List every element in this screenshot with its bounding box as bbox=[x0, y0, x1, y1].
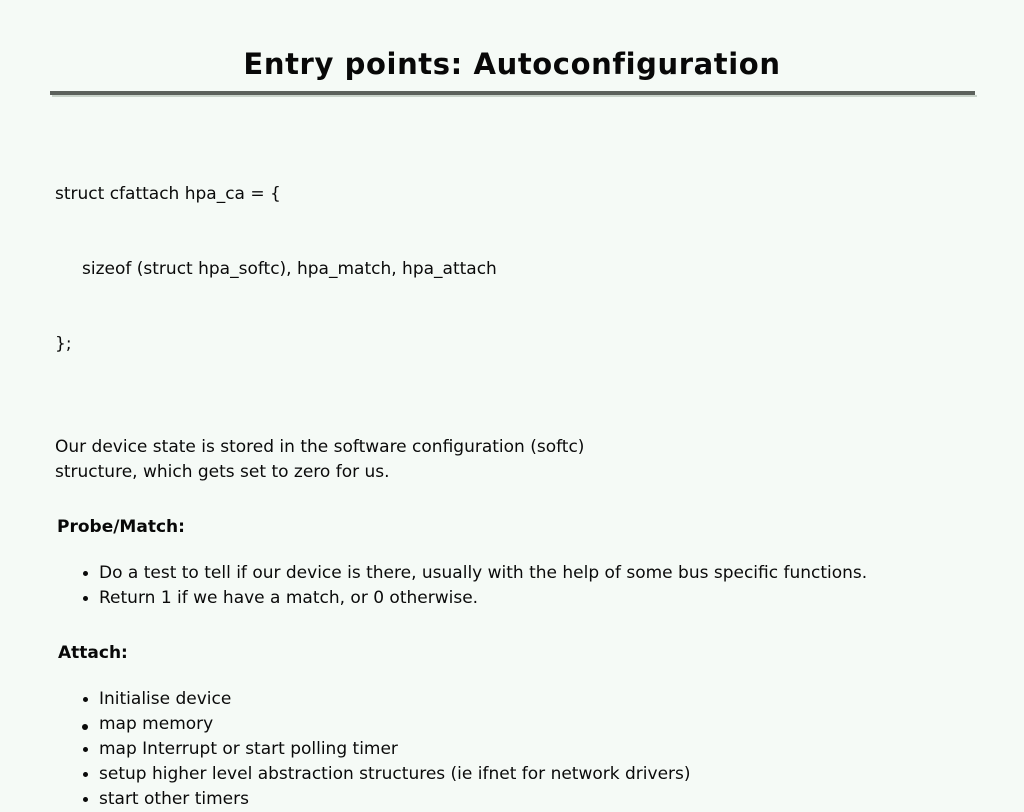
section-heading-attach: Attach: bbox=[58, 643, 128, 663]
divider-shadow bbox=[52, 95, 977, 97]
paragraph-line: structure, which gets set to zero for us… bbox=[55, 462, 390, 482]
list-item: Do a test to tell if our device is there… bbox=[82, 561, 995, 586]
attach-bullet-list: Initialise device map memory map Interru… bbox=[82, 687, 995, 812]
list-item: map Interrupt or start polling timer bbox=[82, 737, 995, 762]
bullet-dot-icon bbox=[83, 797, 88, 802]
list-item-label: map Interrupt or start polling timer bbox=[99, 739, 398, 759]
list-item: setup higher level abstraction structure… bbox=[82, 762, 995, 787]
list-item: start other timers bbox=[82, 787, 995, 812]
bullet-dot-icon bbox=[83, 747, 88, 752]
section-heading-probe-match: Probe/Match: bbox=[57, 517, 185, 537]
description-paragraph: Our device state is stored in the softwa… bbox=[55, 435, 995, 485]
list-item-label: Do a test to tell if our device is there… bbox=[99, 563, 868, 583]
list-item: Return 1 if we have a match, or 0 otherw… bbox=[82, 586, 995, 611]
code-line: }; bbox=[55, 334, 72, 354]
bullet-dot-icon bbox=[83, 697, 88, 702]
slide-canvas: Entry points: Autoconfiguration struct c… bbox=[0, 46, 1024, 809]
slide-body: struct cfattach hpa_ca = { sizeof (struc… bbox=[55, 132, 995, 812]
bullet-dot-icon bbox=[83, 571, 88, 576]
code-line: struct cfattach hpa_ca = { bbox=[55, 184, 281, 204]
code-snippet: struct cfattach hpa_ca = { sizeof (struc… bbox=[55, 132, 995, 407]
code-line: sizeof (struct hpa_softc), hpa_match, hp… bbox=[55, 259, 497, 279]
list-item-label: Return 1 if we have a match, or 0 otherw… bbox=[99, 588, 479, 608]
divider-line bbox=[50, 91, 975, 95]
probe-match-bullet-list: Do a test to tell if our device is there… bbox=[82, 561, 995, 611]
bullet-dot-icon bbox=[83, 596, 88, 601]
list-item-label: map memory bbox=[99, 714, 214, 734]
bullet-dot-icon bbox=[82, 724, 88, 730]
list-item-label: Initialise device bbox=[99, 689, 232, 709]
slide-title-block: Entry points: Autoconfiguration bbox=[0, 46, 1024, 82]
page-title: Entry points: Autoconfiguration bbox=[243, 47, 781, 81]
title-divider bbox=[50, 91, 977, 99]
list-item-label: start other timers bbox=[99, 789, 249, 809]
bullet-dot-icon bbox=[83, 772, 88, 777]
list-item: Initialise device bbox=[82, 687, 995, 712]
list-item-label: setup higher level abstraction structure… bbox=[99, 764, 691, 784]
paragraph-line: Our device state is stored in the softwa… bbox=[55, 437, 585, 457]
list-item: map memory bbox=[82, 712, 995, 737]
